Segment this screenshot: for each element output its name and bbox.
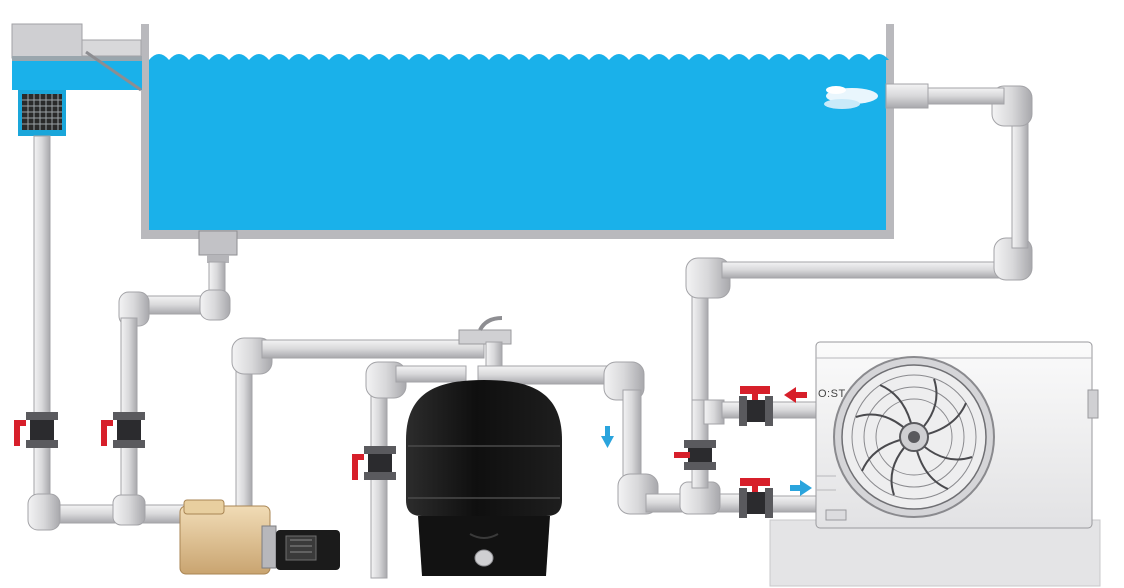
- pool: [141, 24, 894, 239]
- pool-water: [149, 54, 889, 230]
- flow-arrow-icon: [790, 480, 812, 496]
- heat-pump-stand: [769, 519, 1101, 587]
- pipe-elbow: [27, 493, 61, 531]
- pool-left-wall: [141, 24, 149, 239]
- heat-pump-label: O:ST: [818, 388, 846, 400]
- pipe: [33, 135, 51, 507]
- valve-icon: [739, 386, 773, 426]
- heat-pump: [769, 341, 1101, 587]
- pipe-tee: [703, 399, 725, 425]
- pipe-tee: [112, 494, 146, 526]
- pool-pump: [179, 499, 340, 575]
- return-fitting: [885, 83, 929, 109]
- pipe: [261, 339, 485, 359]
- valve-icon: [101, 412, 145, 448]
- fan-icon: [833, 356, 995, 518]
- pipe: [768, 495, 822, 513]
- flow-arrow-icon: [784, 387, 807, 403]
- pipe: [395, 365, 467, 383]
- valve-icon: [14, 412, 58, 448]
- sand-filter: [406, 380, 562, 576]
- main-drain-icon: [198, 230, 238, 263]
- filter-base: [418, 516, 550, 576]
- valve-icon: [739, 478, 773, 518]
- pool-floor: [141, 230, 894, 239]
- filter-tank: [406, 380, 562, 516]
- pipe: [235, 359, 253, 509]
- pipe-elbow: [199, 289, 231, 321]
- return-jet-icon: [824, 86, 878, 109]
- valve-icon: [352, 446, 396, 480]
- pool-right-wall: [886, 24, 894, 239]
- pipe: [770, 401, 820, 419]
- skimmer-icon: [11, 23, 142, 136]
- pipe: [1011, 107, 1029, 249]
- pipe: [721, 261, 1013, 279]
- pipe: [925, 87, 1005, 105]
- valve-icon: [674, 440, 716, 470]
- flow-arrow-icon: [601, 426, 614, 448]
- pump-housing: [179, 505, 271, 575]
